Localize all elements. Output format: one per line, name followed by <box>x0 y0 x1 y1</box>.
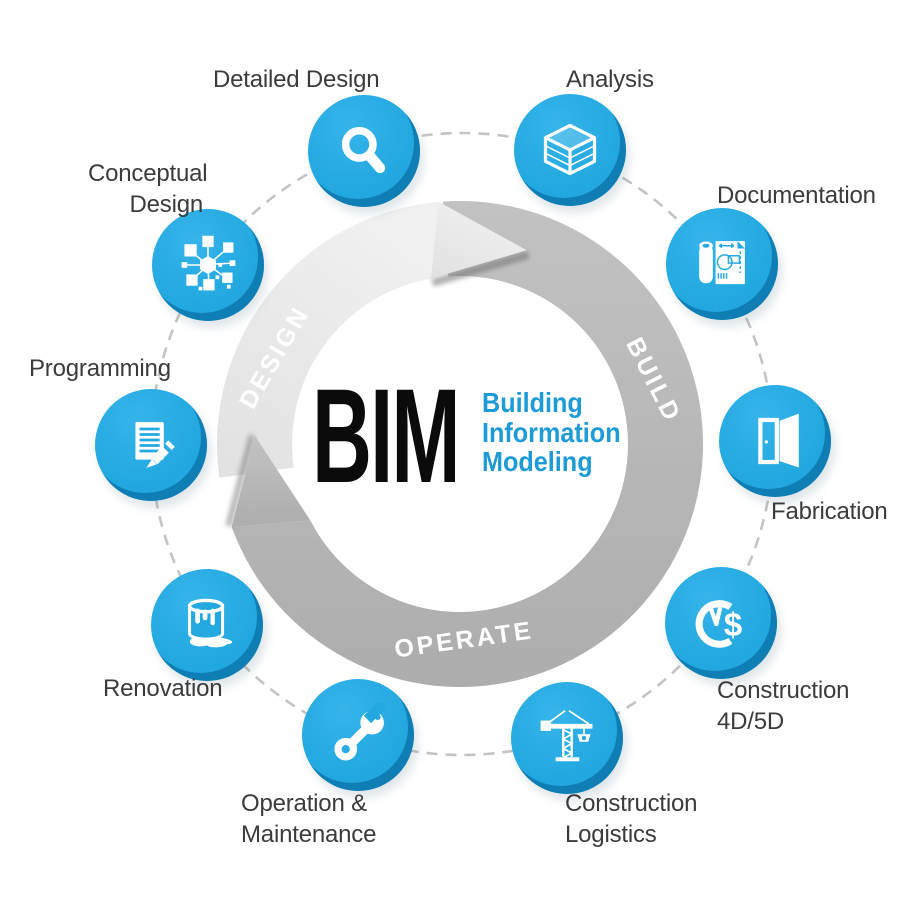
node-construction-logistics <box>511 682 623 794</box>
tower-crane-icon <box>540 709 593 762</box>
node-label: Analysis <box>566 66 654 93</box>
node-label: Fabrication <box>771 498 888 525</box>
node-label: Renovation <box>103 675 223 702</box>
dark-arrowhead <box>231 436 311 528</box>
paint-bucket-icon <box>187 598 233 648</box>
node-label: Operation &Maintenance <box>241 790 377 848</box>
node-programming <box>95 389 207 501</box>
analysis-cube-icon <box>543 123 597 176</box>
node-label: Programming <box>29 355 171 382</box>
node-documentation <box>666 208 778 320</box>
network-nodes-icon <box>181 235 236 291</box>
node-construction-4d5d: $ <box>665 567 777 679</box>
dark-arrowhead-shadow <box>225 434 255 527</box>
node-label: Detailed Design <box>213 66 380 93</box>
light-arrowhead <box>430 201 527 279</box>
open-door-icon <box>758 413 799 468</box>
node-detailed-design <box>308 95 420 207</box>
wrench-icon <box>334 702 388 761</box>
blueprint-icon <box>699 241 745 285</box>
time-cost-icon: $ <box>695 600 742 648</box>
center-title: BIM Building Information Modeling <box>312 362 636 511</box>
node-fabrication <box>719 385 831 497</box>
build-operate-arc-segment <box>231 201 704 688</box>
expansion-line: Modeling <box>482 446 593 477</box>
document-pencil-icon <box>135 422 175 468</box>
magnifier-icon <box>341 126 386 174</box>
node-renovation <box>151 569 263 681</box>
node-operation-maintenance <box>302 679 414 791</box>
bim-acronym: BIM <box>312 362 461 511</box>
bim-expansion: Building Information Modeling <box>482 388 621 477</box>
node-label: Documentation <box>717 182 876 209</box>
node-analysis <box>514 94 626 206</box>
design-arc-segment <box>217 201 439 478</box>
node-conceptual-design <box>152 209 264 321</box>
dollar-glyph: $ <box>724 606 742 643</box>
expansion-line: Building <box>482 387 583 418</box>
light-arrowhead-shadow <box>431 251 530 287</box>
expansion-line: Information <box>482 416 621 448</box>
